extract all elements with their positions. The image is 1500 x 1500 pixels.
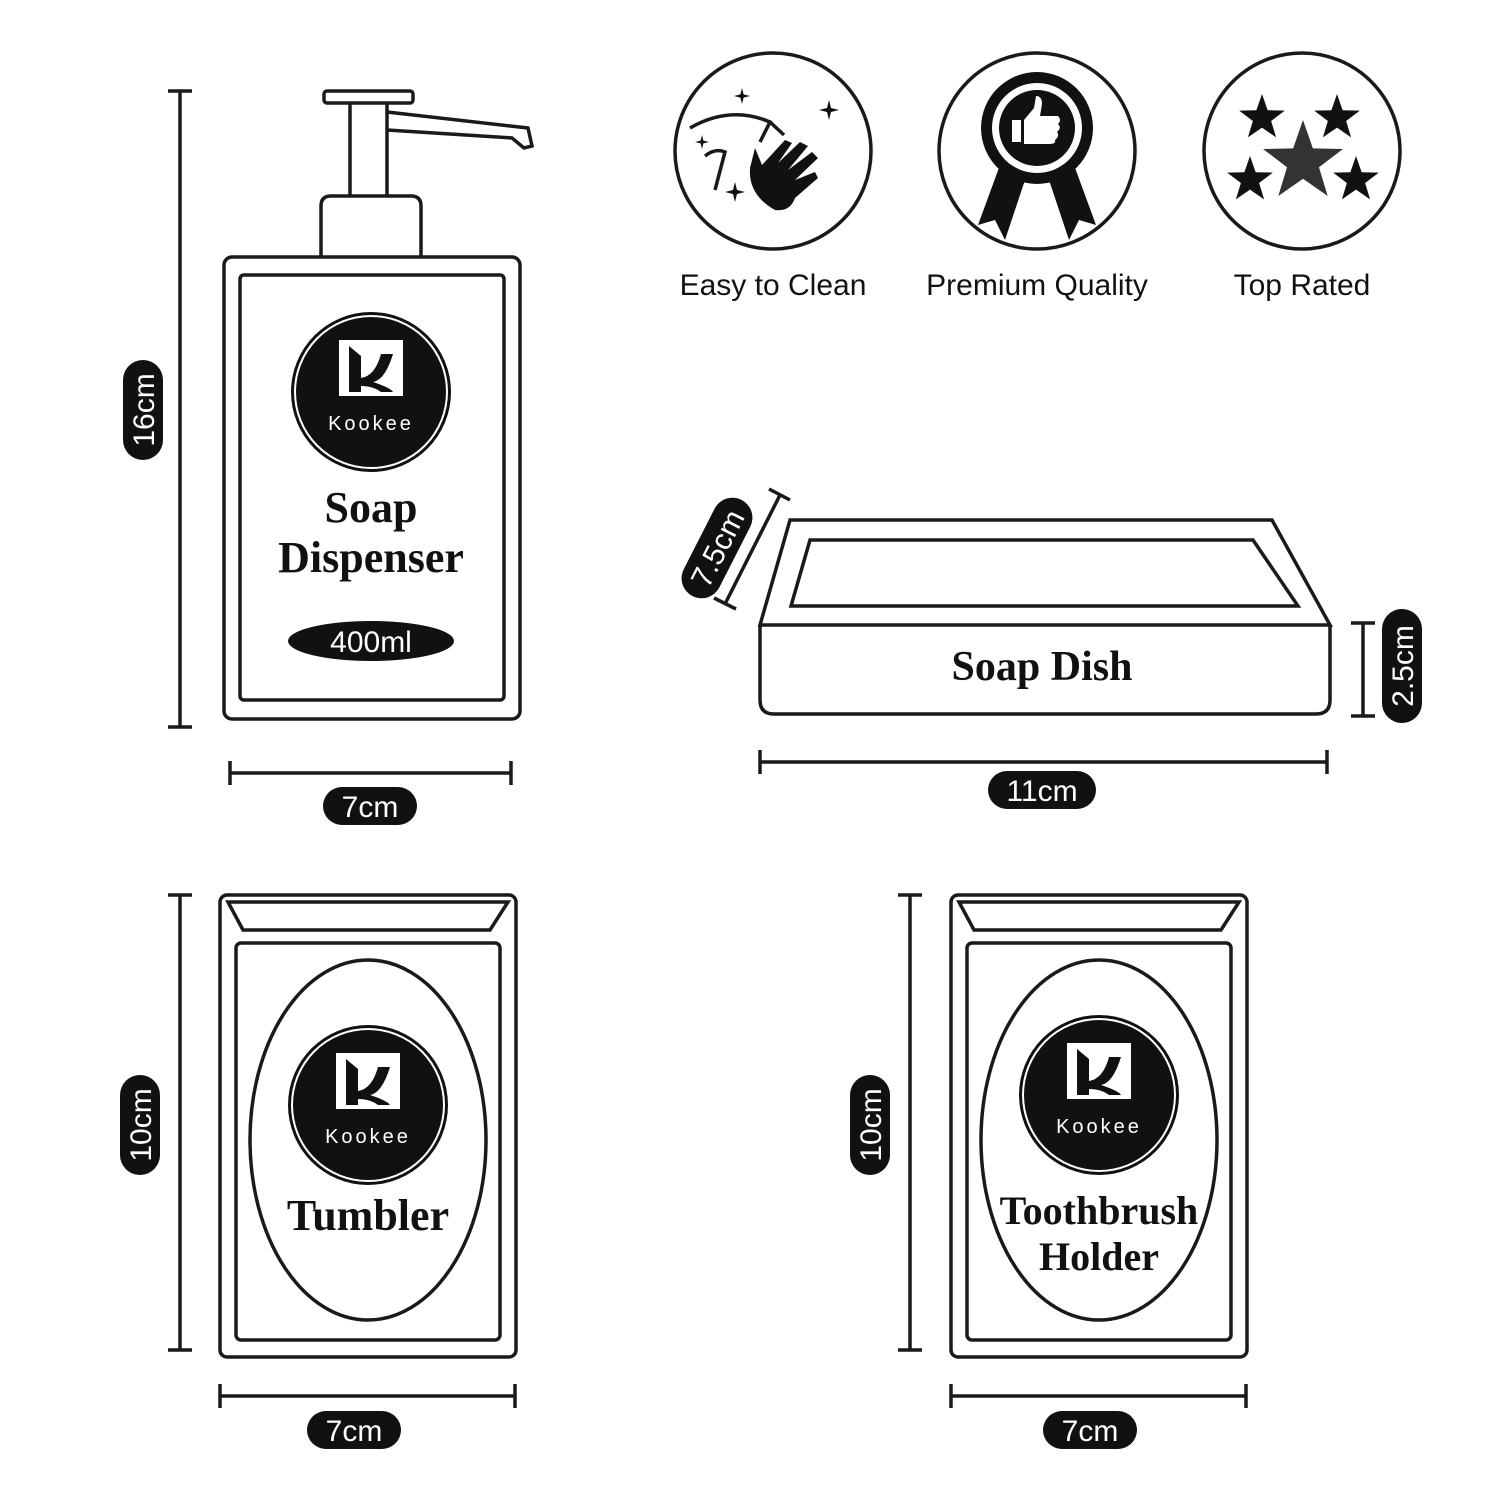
width-dimension-line (758, 750, 1329, 774)
feature-label: Easy to Clean (680, 269, 867, 302)
height-dimension-line (168, 89, 192, 729)
sparkle-icon (725, 182, 745, 202)
dish-body (758, 625, 1332, 716)
product-name: Soap (325, 483, 418, 532)
svg-text:10cm: 10cm (125, 1088, 158, 1161)
width-dimension-line (228, 761, 513, 785)
svg-text:7cm: 7cm (1062, 1415, 1119, 1448)
star-icon (1314, 94, 1360, 138)
kookee-logo (287, 1024, 449, 1186)
width-dimension-label: 7cm (1043, 1411, 1137, 1449)
height-dimension-line (168, 893, 192, 1352)
toothbrush-holder: Toothbrush Holder 10cm 7cm (850, 893, 1249, 1449)
product-name: Holder (1039, 1234, 1159, 1279)
feature-easy-to-clean: Easy to Clean (673, 51, 873, 302)
height-dimension-line (1351, 621, 1375, 718)
kookee-logo (1018, 1014, 1180, 1176)
product-name: Tumbler (287, 1191, 449, 1240)
pump-neck (319, 194, 423, 257)
depth-dimension-label: 7.5cm (681, 497, 753, 599)
dish-top (757, 518, 1333, 627)
feature-top-rated: Top Rated (1202, 51, 1402, 302)
svg-text:7cm: 7cm (326, 1415, 383, 1448)
svg-text:7cm: 7cm (342, 791, 399, 824)
svg-text:10cm: 10cm (855, 1088, 888, 1161)
hand-wiping-icon (689, 88, 839, 211)
star-icon (1227, 156, 1273, 200)
width-dimension-line (218, 1384, 517, 1408)
height-dimension-label: 10cm (120, 1075, 160, 1175)
pump-cap (322, 89, 415, 105)
svg-text:16cm: 16cm (128, 373, 161, 446)
capacity-badge (288, 621, 454, 661)
kookee-logo (290, 311, 452, 473)
stars-icon (1227, 94, 1379, 200)
height-dimension-label: 10cm (850, 1075, 890, 1175)
height-dimension-label: 16cm (123, 360, 163, 460)
dish-recess (788, 538, 1302, 608)
thumbs-up-badge-icon (978, 72, 1096, 240)
soap-dispenser: Soap Dispenser 400ml 16cm 7cm (123, 89, 535, 825)
product-name: Dispenser (278, 533, 464, 582)
tumbler: Tumbler 10cm 7cm (120, 893, 518, 1449)
width-dimension-label: 11cm (988, 771, 1096, 809)
width-dimension-label: 7cm (307, 1411, 401, 1449)
sparkle-icon (695, 135, 709, 149)
star-icon (1239, 94, 1285, 138)
sparkle-icon (734, 88, 750, 104)
feature-premium-quality: Premium Quality (926, 51, 1148, 302)
bottle-label (238, 273, 506, 702)
soap-dish: Soap Dish 7.5cm 2.5cm 11cm (681, 487, 1422, 809)
pump-spout (348, 103, 535, 196)
width-dimension-line (949, 1384, 1248, 1408)
star-icon (1333, 156, 1379, 200)
height-dimension-line (898, 893, 922, 1352)
depth-dimension-line (713, 487, 791, 611)
feature-label: Top Rated (1234, 269, 1371, 302)
sparkle-icon (819, 100, 839, 120)
capacity-label: 400ml (330, 626, 412, 659)
bottle-body (222, 255, 522, 721)
feature-label: Premium Quality (926, 269, 1148, 302)
width-dimension-label: 7cm (323, 787, 417, 825)
height-dimension-label: 2.5cm (1382, 609, 1422, 723)
svg-text:11cm: 11cm (1006, 775, 1077, 808)
product-name: Soap Dish (952, 644, 1133, 690)
product-name: Toothbrush (1000, 1188, 1199, 1233)
svg-text:2.5cm: 2.5cm (1387, 625, 1420, 707)
